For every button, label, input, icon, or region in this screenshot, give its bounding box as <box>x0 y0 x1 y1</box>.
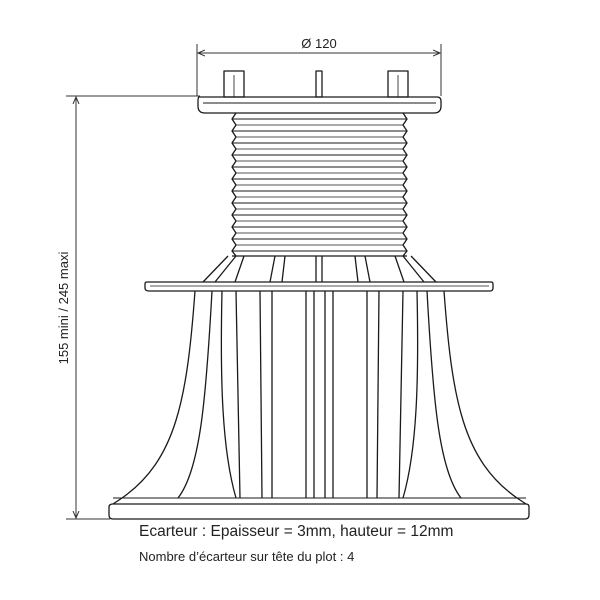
head-plate-outline <box>197 96 442 114</box>
spacer-tab-center <box>315 70 323 98</box>
thread-lines-secondary <box>236 124 403 246</box>
base-flange <box>144 281 494 292</box>
height-label: 155 mini / 245 maxi <box>56 252 71 365</box>
thread-profile-right <box>402 112 408 257</box>
diameter-dimension <box>196 44 442 96</box>
pedestal-drawing <box>108 70 530 520</box>
base-flange-outline <box>144 281 494 292</box>
height-dimension <box>66 95 200 520</box>
foot-plate-outline <box>108 503 530 520</box>
threaded-column <box>231 112 408 257</box>
diameter-label: Ø 120 <box>301 36 336 51</box>
base-legs <box>112 290 527 505</box>
thread-lines <box>232 118 407 252</box>
thread-profile-left <box>231 112 237 257</box>
foot-plate <box>108 497 530 520</box>
spacer-tabs <box>223 70 409 98</box>
spacer-spec-caption: Ecarteur : Epaisseur = 3mm, hauteur = 12… <box>139 523 453 540</box>
spacer-count-caption: Nombre d’écarteur sur tête du plot : 4 <box>139 549 354 564</box>
collar-gussets <box>202 255 437 283</box>
head-plate <box>197 96 442 114</box>
